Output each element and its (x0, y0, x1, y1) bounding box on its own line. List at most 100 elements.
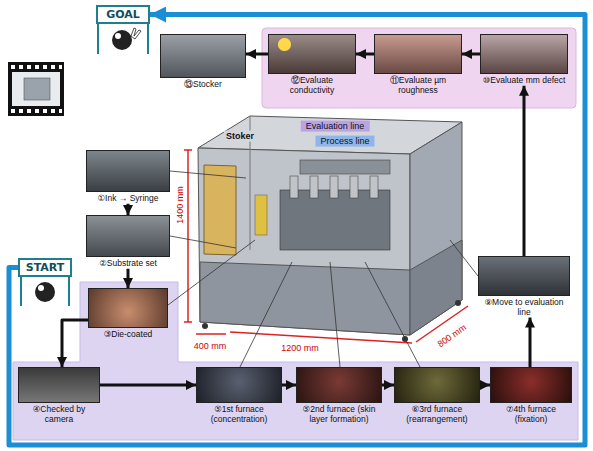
dimension-line (196, 333, 226, 335)
ball-icon (35, 282, 55, 302)
step-caption: ⑥3rd furnace (rearrangement) (394, 405, 480, 425)
step-caption: ⑩Evaluate mm defect (480, 76, 568, 86)
leader-line (365, 262, 420, 367)
step-photo (478, 256, 570, 296)
wheel (455, 300, 461, 306)
film-holes (11, 65, 62, 113)
furnace (370, 176, 378, 198)
step-caption: ⑨Move to evaluation line (478, 298, 570, 318)
furnace (350, 176, 358, 198)
step-caption: ③Die-coated (88, 330, 168, 340)
film-icon (8, 62, 64, 116)
process-step: ④Checked by camera (18, 367, 100, 425)
step-photo (196, 367, 282, 403)
dimension-line (187, 150, 189, 322)
furnace (290, 176, 298, 198)
furnace (310, 176, 318, 198)
step-photo (88, 288, 168, 328)
step-caption: ⑪Evaluate µm roughness (374, 76, 462, 96)
sign-text: GOAL (100, 8, 146, 21)
ball-highlight (115, 33, 121, 39)
machine-base-side (410, 240, 462, 335)
flow-arrow (356, 53, 374, 56)
step-photo (18, 367, 100, 403)
line-label: Evaluation line (301, 121, 370, 132)
flow-arrow (246, 53, 268, 56)
peace-hand (131, 28, 141, 39)
dimension-label: 800 mm (436, 322, 469, 349)
flow-arrow (462, 53, 480, 56)
process-step: ⑪Evaluate µm roughness (374, 34, 462, 96)
sign-text: START (22, 261, 68, 274)
dimension-tick (184, 149, 192, 151)
leader-line (168, 240, 255, 305)
step-photo (394, 367, 480, 403)
sign-board: START (18, 258, 72, 277)
stoker-panel (204, 165, 236, 255)
process-step: ⑤1st furnace (concentration) (196, 367, 282, 425)
process-step: ②Substrate set (86, 215, 170, 269)
wheel (202, 323, 208, 329)
evaluation-panel (262, 28, 576, 108)
flow-arrow (282, 384, 296, 387)
machine-side (410, 122, 462, 335)
step-photo (86, 150, 170, 192)
flow-arrow (127, 269, 130, 288)
machine-base (200, 262, 410, 335)
dimension-tick (184, 321, 192, 323)
process-step: ⑩Evaluate mm defect (480, 34, 568, 86)
process-step: ③Die-coated (88, 288, 168, 340)
dimension-line (230, 332, 412, 343)
film-machine (24, 78, 50, 100)
process-step: ⑬Stocker (160, 34, 246, 90)
process-unit (280, 190, 390, 250)
flow-arrow (382, 384, 394, 387)
sign-post (147, 20, 149, 54)
line-label: Process line (315, 136, 374, 147)
furnace (330, 176, 338, 198)
evaluation-rail (300, 160, 390, 174)
ball-icon (112, 30, 132, 50)
step-caption: ①Ink → Syringe (86, 194, 170, 204)
sign-board: GOAL (96, 5, 150, 24)
leader-line (450, 240, 478, 276)
step-photo (268, 34, 356, 74)
step-photo (374, 34, 462, 74)
dimension-label: 1200 mm (281, 343, 319, 354)
flow-arrow (523, 86, 526, 256)
machine-front (198, 148, 410, 335)
process-step: ⑤2nd furnace (skin layer formation) (296, 367, 382, 425)
dimension-label: 400 mm (194, 341, 227, 352)
step-caption: ⑬Stocker (160, 80, 246, 90)
process-step: ⑦4th furnace (fixation) (490, 367, 572, 425)
leader-line (170, 171, 246, 178)
step-caption: ②Substrate set (86, 259, 170, 269)
step-caption: ⑤1st furnace (concentration) (196, 405, 282, 425)
machine-label: Stoker (224, 131, 256, 142)
step-photo (480, 34, 568, 74)
coater (255, 195, 267, 235)
step-photo (296, 367, 382, 403)
flow-arrow (100, 384, 196, 387)
step-caption: ⑦4th furnace (fixation) (490, 405, 572, 425)
process-step: ①Ink → Syringe (86, 150, 170, 204)
flow-arrow (480, 384, 490, 387)
flow-loop-arrow (9, 15, 585, 446)
sign-post (20, 272, 22, 306)
process-step: ⑨Move to evaluation line (478, 256, 570, 318)
ball-highlight (38, 285, 44, 291)
step-caption: ⑫Evaluate conductivity (268, 76, 356, 96)
sign-post (97, 20, 99, 54)
step-caption: ⑤2nd furnace (skin layer formation) (296, 405, 382, 425)
step-photo (86, 215, 170, 257)
leader-line (170, 236, 236, 248)
process-step: ⑥3rd furnace (rearrangement) (394, 367, 480, 425)
film-frame (12, 72, 60, 106)
dimension-label: 1400 mm (175, 185, 186, 225)
process-step: ⑫Evaluate conductivity (268, 34, 356, 96)
sign-post (68, 272, 70, 306)
step-photo (490, 367, 572, 403)
leader-line (330, 262, 340, 367)
flow-arrow (529, 318, 532, 367)
